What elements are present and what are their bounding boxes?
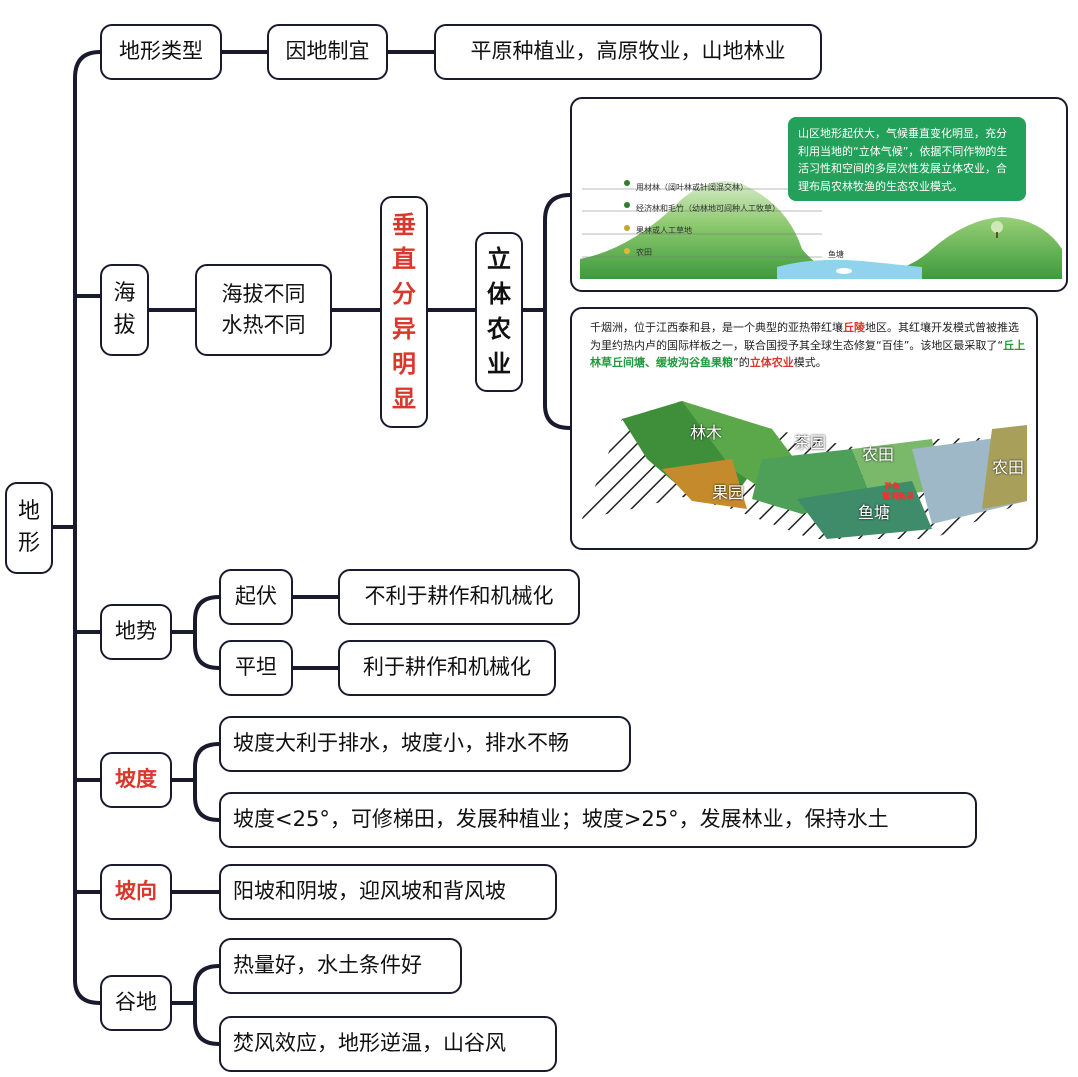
scene-label-tea: 茶园 (794, 433, 827, 452)
gradient-item-drainage-text: 坡度大利于排水，坡度小，排水不畅 (233, 731, 569, 756)
stereo-agri-char-3: 农 (487, 315, 511, 343)
scene-label-orchard: 果园 (712, 483, 745, 502)
vertical-diff-char-3: 分 (392, 280, 416, 309)
vertical-diff-char-1: 垂 (392, 210, 416, 239)
slope-aspect-item: 阳坡和阴坡，迎风坡和背风坡 (219, 864, 557, 920)
altitude-effect-line1: 海拔不同 (221, 281, 306, 306)
terrain-type-node: 地形类型 (100, 24, 222, 80)
adapt-to-local-node: 因地制宜 (267, 24, 388, 80)
qianyanzhou-case-card: 千烟洲，位于江西泰和县，是一个典型的亚热带红壤丘陵地区。其红壤开发模式曾被推选为… (570, 307, 1038, 550)
gradient-item-landuse-text: 坡度<25°，可修梯田，发展种植业；坡度>25°，发展林业，保持水土 (233, 807, 889, 832)
fish-icon (836, 268, 852, 274)
slope-aspect-item-text: 阳坡和阴坡，迎风坡和背风坡 (233, 879, 506, 904)
altitude-node: 海 拔 (100, 264, 149, 356)
vertical-diff-char-6: 显 (392, 384, 416, 413)
layer-farmland: 农田 (636, 248, 652, 257)
vertical-diff-char-5: 明 (392, 349, 416, 378)
valley-item-heat: 热量好，水土条件好 (219, 938, 462, 994)
terrain-type-label: 地形类型 (119, 39, 203, 64)
altitude-char-2: 拔 (113, 313, 136, 338)
para-part-b: 地区。其红壤开发模式曾被推选为里约热内卢的国际样板之一，联合国授予其全球生态修复… (590, 321, 1019, 352)
undulating-node: 起伏 (219, 569, 293, 625)
stereo-agri-note: 山区地形起伏大，气候垂直变化明显，充分利用当地的“立体气候”，依据不同作物的生活… (788, 117, 1026, 201)
stereo-agri-char-1: 立 (487, 245, 511, 274)
para-highlight-mode: 丘上林草丘间塘、缓坡沟谷鱼果粮 (590, 338, 1026, 370)
scene-label-forest: 林木 (690, 423, 723, 442)
flat-effect-node: 利于耕作和机械化 (338, 640, 556, 696)
mountain-zoning-card: 山区地形起伏大，气候垂直变化明显，充分利用当地的“立体气候”，依据不同作物的生活… (570, 97, 1068, 292)
terrain-type-detail-text: 平原种植业，高原牧业，山地林业 (470, 39, 786, 64)
slope-aspect-label: 坡向 (115, 879, 157, 904)
para-part-a: 千烟洲，位于江西泰和县，是一个典型的亚热带红壤 (590, 321, 843, 334)
gradient-item-drainage: 坡度大利于排水，坡度小，排水不畅 (219, 716, 631, 772)
undulating-label: 起伏 (235, 584, 277, 609)
stereo-agri-char-4: 业 (487, 349, 511, 378)
undulating-effect-node: 不利于耕作和机械化 (338, 569, 580, 625)
vertical-diff-char-2: 直 (392, 245, 416, 274)
flat-label: 平坦 (235, 655, 277, 680)
root-node-terrain: 地 形 (5, 482, 53, 574)
vertical-diff-char-4: 异 (392, 315, 416, 343)
layer-economic-forest: 经济林和毛竹（幼林地可间种人工牧草） (636, 204, 780, 213)
altitude-char-1: 海 (113, 281, 136, 307)
altitude-effect-node: 海拔不同 水热不同 (195, 264, 332, 356)
valley-node: 谷地 (100, 975, 172, 1031)
scene-label-fishpond: 鱼塘 (858, 503, 891, 522)
undulating-effect-text: 不利于耕作和机械化 (364, 584, 554, 609)
gradient-label: 坡度 (115, 767, 157, 792)
valley-item-winds-text: 焚风效应，地形逆温，山谷风 (233, 1031, 506, 1056)
layer-orchard-grass: 果林或人工草地 (636, 226, 692, 235)
fish-pond-label: 鱼塘 (828, 250, 844, 259)
slope-form-node: 地势 (100, 604, 172, 660)
mountain-zoning-illustration (580, 180, 1062, 279)
valley-item-winds: 焚风效应，地形逆温，山谷风 (219, 1016, 557, 1072)
slope-aspect-node: 坡向 (100, 864, 172, 920)
valley-label: 谷地 (115, 990, 157, 1015)
root-char-2: 形 (17, 531, 40, 556)
stereo-agri-char-2: 体 (487, 280, 511, 309)
para-part-d: 模式。 (793, 356, 827, 370)
para-highlight-stereo: 立体农业 (749, 356, 794, 370)
qianyanzhou-scene (582, 401, 1027, 539)
scene-note-fish: 养鱼 (884, 482, 900, 491)
altitude-effect-line2: 水热不同 (221, 313, 306, 337)
qianyanzhou-paragraph: 千烟洲，位于江西泰和县，是一个典型的亚热带红壤丘陵地区。其红壤开发模式曾被推选为… (590, 319, 1026, 372)
stereo-agriculture-node: 立 体 农 业 (475, 232, 523, 392)
stereo-agri-note-text: 山区地形起伏大，气候垂直变化明显，充分利用当地的“立体气候”，依据不同作物的生活… (798, 127, 1008, 193)
vertical-differentiation-node: 垂 直 分 异 明 显 (380, 196, 428, 428)
adapt-to-local-label: 因地制宜 (285, 39, 370, 64)
terrain-type-detail: 平原种植业，高原牧业，山地林业 (434, 24, 822, 80)
flat-node: 平坦 (219, 640, 293, 696)
para-highlight-hills: 丘陵 (843, 321, 865, 334)
scene-label-farmland-2: 农田 (992, 458, 1025, 477)
para-part-c: ”的 (733, 356, 750, 370)
scene-note-flood: 蓄洪防旱 (882, 492, 914, 501)
layer-timber-forest: 用材林（阔叶林或针阔混交林） (636, 183, 748, 192)
valley-item-heat-text: 热量好，水土条件好 (233, 953, 422, 978)
tree-icon (991, 221, 1003, 238)
scene-label-farmland-1: 农田 (862, 445, 895, 464)
slope-form-label: 地势 (115, 619, 157, 644)
gradient-node: 坡度 (100, 752, 172, 808)
root-char-1: 地 (17, 499, 40, 525)
flat-effect-text: 利于耕作和机械化 (363, 655, 531, 680)
gradient-item-landuse: 坡度<25°，可修梯田，发展种植业；坡度>25°，发展林业，保持水土 (219, 792, 977, 848)
